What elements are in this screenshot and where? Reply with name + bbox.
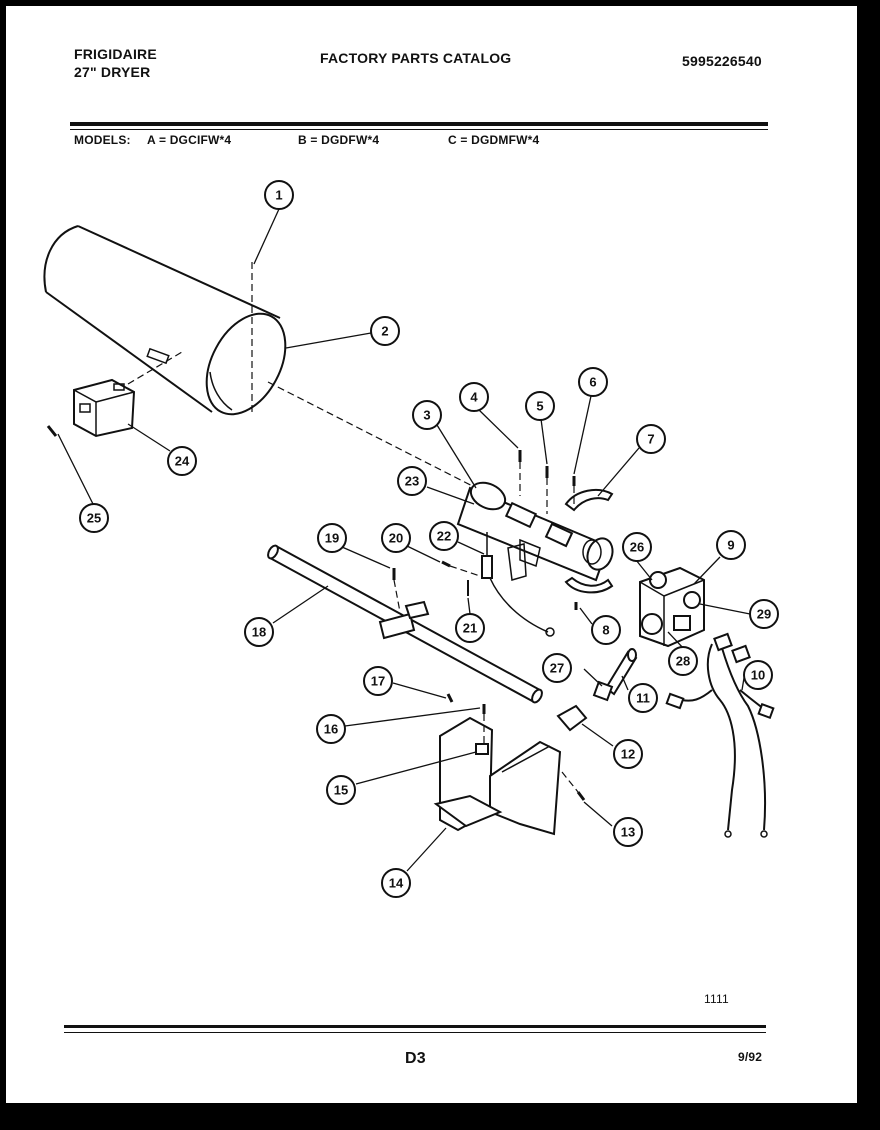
screw-25	[46, 425, 58, 437]
svg-text:10: 10	[751, 668, 765, 683]
callout-19: 19	[317, 523, 347, 553]
svg-text:2: 2	[381, 324, 388, 339]
callout-18: 18	[244, 617, 274, 647]
svg-text:25: 25	[87, 511, 101, 526]
igniter	[481, 532, 555, 637]
brand-name: FRIGIDAIRE	[74, 46, 157, 62]
callout-26: 26	[622, 532, 652, 562]
svg-text:14: 14	[389, 876, 404, 891]
header-rule-thin	[70, 129, 768, 130]
svg-text:15: 15	[334, 783, 348, 798]
footer-rule-thin	[64, 1032, 766, 1033]
svg-text:27: 27	[550, 661, 564, 676]
screw-17	[446, 693, 454, 703]
callout-21: 21	[455, 613, 485, 643]
callout-29: 29	[749, 599, 779, 629]
callout-23: 23	[397, 466, 427, 496]
svg-text:1: 1	[275, 188, 282, 203]
svg-text:7: 7	[647, 432, 654, 447]
switch-assembly	[73, 351, 183, 438]
callout-9: 9	[716, 530, 746, 560]
svg-text:18: 18	[252, 625, 266, 640]
svg-text:9: 9	[727, 538, 734, 553]
svg-text:13: 13	[621, 825, 635, 840]
svg-text:5: 5	[536, 399, 543, 414]
svg-text:17: 17	[371, 674, 385, 689]
screws-burner	[518, 450, 578, 610]
callout-5: 5	[525, 391, 555, 421]
leader-lines	[57, 208, 751, 872]
callout-4: 4	[459, 382, 489, 412]
callout-7: 7	[636, 424, 666, 454]
svg-text:22: 22	[437, 529, 451, 544]
screw-20-21	[441, 560, 481, 596]
callout-6: 6	[578, 367, 608, 397]
model-b: B = DGDFW*4	[298, 133, 380, 147]
bracket-8	[564, 576, 614, 594]
svg-text:12: 12	[621, 747, 635, 762]
gas-valve	[639, 566, 705, 648]
models-label: MODELS:	[74, 133, 131, 147]
svg-text:23: 23	[405, 474, 419, 489]
callout-20: 20	[381, 523, 411, 553]
callout-24: 24	[167, 446, 197, 476]
catalog-number: 5995226540	[682, 53, 762, 69]
svg-text:21: 21	[463, 621, 477, 636]
callout-28: 28	[668, 646, 698, 676]
svg-text:11: 11	[636, 691, 650, 706]
model-a: A = DGCIFW*4	[147, 133, 232, 147]
callout-22: 22	[429, 521, 459, 551]
svg-text:24: 24	[175, 454, 190, 469]
svg-text:16: 16	[324, 722, 338, 737]
callout-11: 11	[628, 683, 658, 713]
mounting-bracket	[433, 716, 562, 836]
svg-text:3: 3	[423, 408, 430, 423]
manifold-pipe	[267, 544, 543, 704]
callout-15: 15	[326, 775, 356, 805]
figure-number: 1111	[704, 992, 729, 1006]
burner-assembly	[456, 481, 614, 582]
callout-27: 27	[542, 653, 572, 683]
footer-rule-thick	[64, 1025, 766, 1028]
model-c: C = DGDMFW*4	[448, 133, 540, 147]
screw-13	[576, 791, 586, 801]
callout-1: 1	[264, 180, 294, 210]
bracket-7	[564, 488, 614, 512]
callout-3: 3	[412, 400, 442, 430]
svg-text:19: 19	[325, 531, 339, 546]
wire-harness	[665, 632, 775, 838]
callouts: 1 2 3 4 5 6 7 8 9 10 11 12 13 14 15 16 1…	[79, 180, 779, 898]
callout-8: 8	[591, 615, 621, 645]
svg-text:8: 8	[602, 623, 609, 638]
header-rule-thick	[70, 122, 768, 126]
drum-tube	[43, 225, 287, 416]
callout-10: 10	[743, 660, 773, 690]
callout-14: 14	[381, 868, 411, 898]
callout-2: 2	[370, 316, 400, 346]
svg-text:20: 20	[389, 531, 403, 546]
svg-text:26: 26	[630, 540, 644, 555]
product-name: 27" DRYER	[74, 64, 151, 80]
catalog-title: FACTORY PARTS CATALOG	[320, 50, 512, 66]
revision-date: 9/92	[738, 1050, 763, 1064]
callout-17: 17	[363, 666, 393, 696]
callout-12: 12	[613, 739, 643, 769]
callout-13: 13	[613, 817, 643, 847]
svg-text:6: 6	[589, 375, 596, 390]
callout-25: 25	[79, 503, 109, 533]
svg-text:28: 28	[676, 654, 690, 669]
page-code: D3	[405, 1050, 426, 1067]
clip-12	[556, 704, 588, 732]
orifice-fitting	[592, 648, 638, 702]
svg-text:4: 4	[470, 390, 478, 405]
parts-sheet	[6, 6, 857, 1103]
callout-16: 16	[316, 714, 346, 744]
svg-text:29: 29	[757, 607, 771, 622]
